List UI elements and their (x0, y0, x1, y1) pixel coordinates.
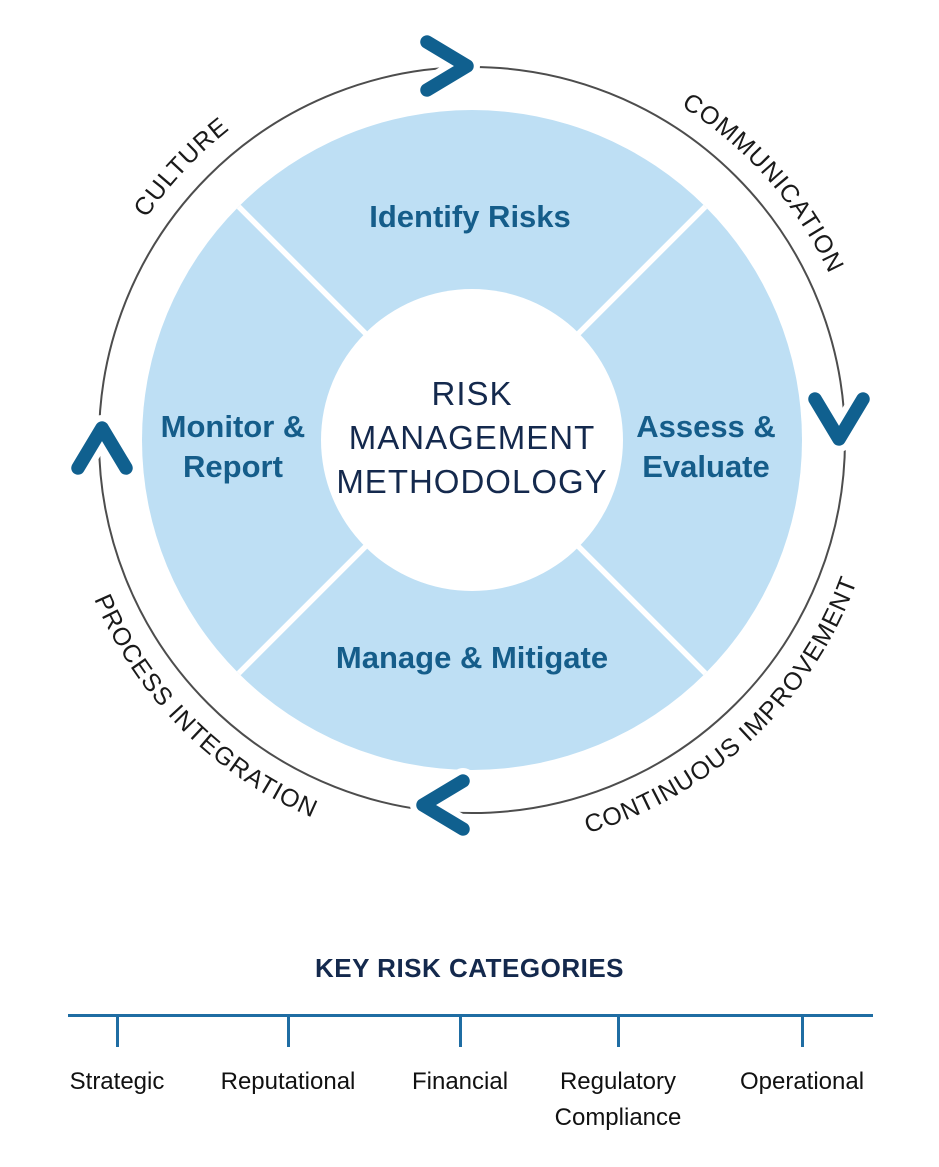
category-label-line: Financial (411, 1068, 509, 1095)
axis-tick-3 (458, 1016, 462, 1047)
chevron-right-icon (414, 29, 480, 103)
segment-label-report: Report (183, 449, 283, 484)
center-title-line1: RISK (431, 375, 512, 412)
category-axis-line (68, 1014, 873, 1017)
axis-tick-4 (616, 1016, 620, 1047)
cycle-diagram: CULTURE COMMUNICATION PROCESS INTEGRATIO… (65, 29, 876, 842)
axis-tick-2 (286, 1016, 290, 1047)
cycle-arrows (65, 29, 876, 842)
category-label-line: Reputational (220, 1068, 356, 1095)
category-label-reputational: Reputational (221, 1064, 356, 1100)
category-label-line: Compliance (554, 1104, 682, 1131)
methodology-ring (142, 110, 802, 770)
category-label-line: Strategic (69, 1068, 165, 1095)
category-label-financial: Financial (412, 1064, 508, 1100)
segment-label-identify-risks: Identify Risks (369, 199, 571, 234)
segment-label-manage-mitigate: Manage & Mitigate (336, 640, 608, 675)
category-label-strategic: Strategic (70, 1064, 165, 1100)
chevron-up-icon (65, 415, 139, 481)
category-label-regulatory-compliance: Regulatory Compliance (555, 1064, 682, 1136)
chevron-left-icon (410, 768, 476, 842)
center-disc (321, 289, 623, 591)
section-title: KEY RISK CATEGORIES (314, 953, 625, 983)
axis-tick-5 (800, 1016, 804, 1047)
category-label-line: Operational (739, 1068, 865, 1095)
segment-label-assess: Assess & (636, 409, 776, 444)
category-label-operational: Operational (740, 1064, 864, 1100)
axis-tick-1 (115, 1016, 119, 1047)
center-title-line2: MANAGEMENT (349, 419, 596, 456)
segment-label-monitor: Monitor & (161, 409, 306, 444)
chevron-down-icon (802, 386, 876, 452)
category-label-line: Regulatory (559, 1068, 677, 1095)
center-title-line3: METHODOLOGY (336, 463, 607, 500)
center-title: RISK MANAGEMENT METHODOLOGY (336, 375, 607, 500)
segment-label-evaluate: Evaluate (642, 449, 770, 484)
